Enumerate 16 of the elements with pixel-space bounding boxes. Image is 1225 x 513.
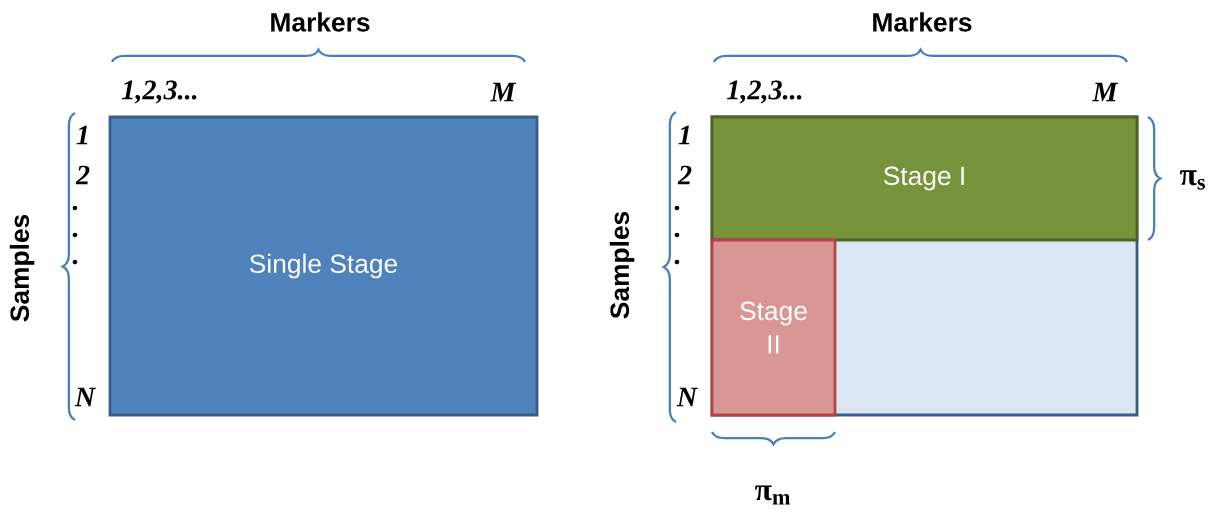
axis-title: Samples [609,211,635,319]
axis-title: Samples [9,214,35,322]
axis-title: Markers [271,12,370,32]
matrix-block: Stage II [710,238,837,417]
matrix-block: Stage I [710,115,1139,242]
axis-title: Markers [873,12,972,32]
axis-tick-label: . [72,205,78,211]
matrix-block: Single Stage [108,115,539,417]
axis-tick-label: . [72,259,78,265]
brace-label: π$_{s}$ [1180,170,1205,190]
axis-tick-label: . [674,205,680,211]
axis-tick-label: . [674,232,680,238]
brace-label: π$_{m}$ [755,485,791,505]
axis-tick-label: . [674,259,680,265]
axis-tick-label: 2 [677,165,692,185]
axis-tick-label: . [72,232,78,238]
